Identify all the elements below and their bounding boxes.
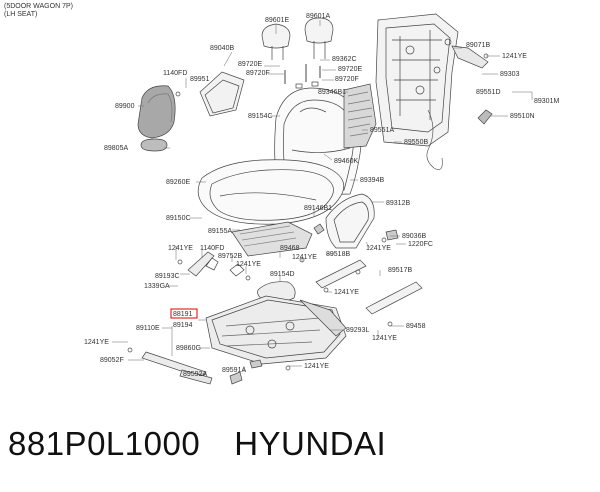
callout-label: 89468	[280, 245, 300, 252]
callout-label: 1241YE	[366, 245, 391, 252]
callout-label: 89591A	[222, 367, 246, 374]
callout-label: 1339GA	[144, 283, 170, 290]
callout-label: 89601A	[306, 13, 330, 20]
callout-label: 1140FD	[163, 70, 187, 77]
callout-label: 89551A	[370, 127, 394, 134]
callout-label: 89720F	[335, 76, 359, 83]
back-cushion-small	[199, 71, 245, 117]
callout-label: 89720E	[338, 66, 362, 73]
callout-label: 89154C	[248, 113, 273, 120]
callout-label: 89154D	[270, 271, 295, 278]
callout-label: 89303	[500, 71, 520, 78]
callout-label: 89312B	[386, 200, 410, 207]
back-mesh-panel	[343, 83, 377, 149]
callout-label: 89458	[406, 323, 426, 330]
callout-label: 89550B	[404, 139, 428, 146]
header-line-1: (5DOOR WAGON 7P)	[4, 3, 73, 10]
callout-label: 1241YE	[502, 53, 527, 60]
callout-label: 89052F	[100, 357, 124, 364]
callout-label: 1241YE	[236, 261, 261, 268]
seat-cushion-frame	[205, 295, 347, 365]
header-line-2: (LH SEAT)	[4, 11, 38, 18]
callout-label: 89193C	[155, 273, 180, 280]
headrest-right	[304, 17, 334, 44]
callout-label: 89040B	[210, 45, 234, 52]
cushion-pan	[231, 221, 313, 257]
callout-label: 89720F	[246, 70, 270, 77]
callout-label: 89518B	[326, 251, 350, 258]
callout-label: 89155A	[208, 228, 232, 235]
callout-label: 1220FC	[408, 241, 433, 248]
callout-label: 89592A	[183, 371, 207, 378]
callout-label: 1241YE	[292, 254, 317, 261]
callout-label: 89362C	[332, 56, 357, 63]
callout-label: 89394B	[360, 177, 384, 184]
callout-label: 89110E	[136, 325, 160, 332]
callout-label: 89071B	[466, 42, 490, 49]
callout-label: 89900	[115, 103, 135, 110]
highlighted-label-box	[170, 308, 198, 319]
callout-label: 1241YE	[372, 335, 397, 342]
seat-track-89592A	[179, 369, 213, 385]
callout-label: 89720E	[238, 61, 262, 68]
callout-label: 89510N	[510, 113, 535, 120]
callout-label: 89517B	[388, 267, 412, 274]
rail-cover-89517B	[365, 281, 423, 315]
callout-label: 1241YE	[168, 245, 193, 252]
callout-label: 89551D	[476, 89, 501, 96]
callout-label: 89860G	[176, 345, 201, 352]
headrest-left	[261, 23, 291, 49]
brand-name: HYUNDAI	[234, 425, 387, 462]
callout-label: 1241YE	[334, 289, 359, 296]
callout-label: 89293L	[346, 327, 369, 334]
callout-labels: 89601E 89601A 89071B 1241YE 89040B 89720…	[84, 13, 559, 378]
callout-label: 1241YE	[304, 363, 329, 370]
callout-label: 89260E	[166, 179, 190, 186]
callout-label: 89146B1	[304, 205, 332, 212]
callout-label: 89951	[190, 76, 210, 83]
callout-label: 89752B	[218, 253, 242, 260]
callout-label: 89805A	[104, 145, 128, 152]
callout-label: 88191	[173, 311, 193, 318]
callout-label: 89036B	[402, 233, 426, 240]
callout-label: 89346B1	[318, 89, 346, 96]
callout-label: 89194	[173, 322, 193, 329]
callout-label: 1241YE	[84, 339, 109, 346]
callout-label: 1140FD	[200, 245, 224, 252]
part-caption: 881P0L1000 HYUNDAI	[8, 425, 386, 463]
rail-cover-89518B	[315, 259, 367, 289]
callout-label: 89301M	[534, 98, 559, 105]
seat-cushion	[197, 159, 345, 225]
seat-parts-diagram: 89601E 89601A 89071B 1241YE 89040B 89720…	[84, 13, 559, 385]
callout-label: 89460K	[334, 158, 358, 165]
callout-label: 89601E	[265, 17, 289, 24]
callout-label: 89150C	[166, 215, 191, 222]
armrest-cushion	[137, 85, 176, 139]
part-number: 881P0L1000	[8, 425, 201, 462]
